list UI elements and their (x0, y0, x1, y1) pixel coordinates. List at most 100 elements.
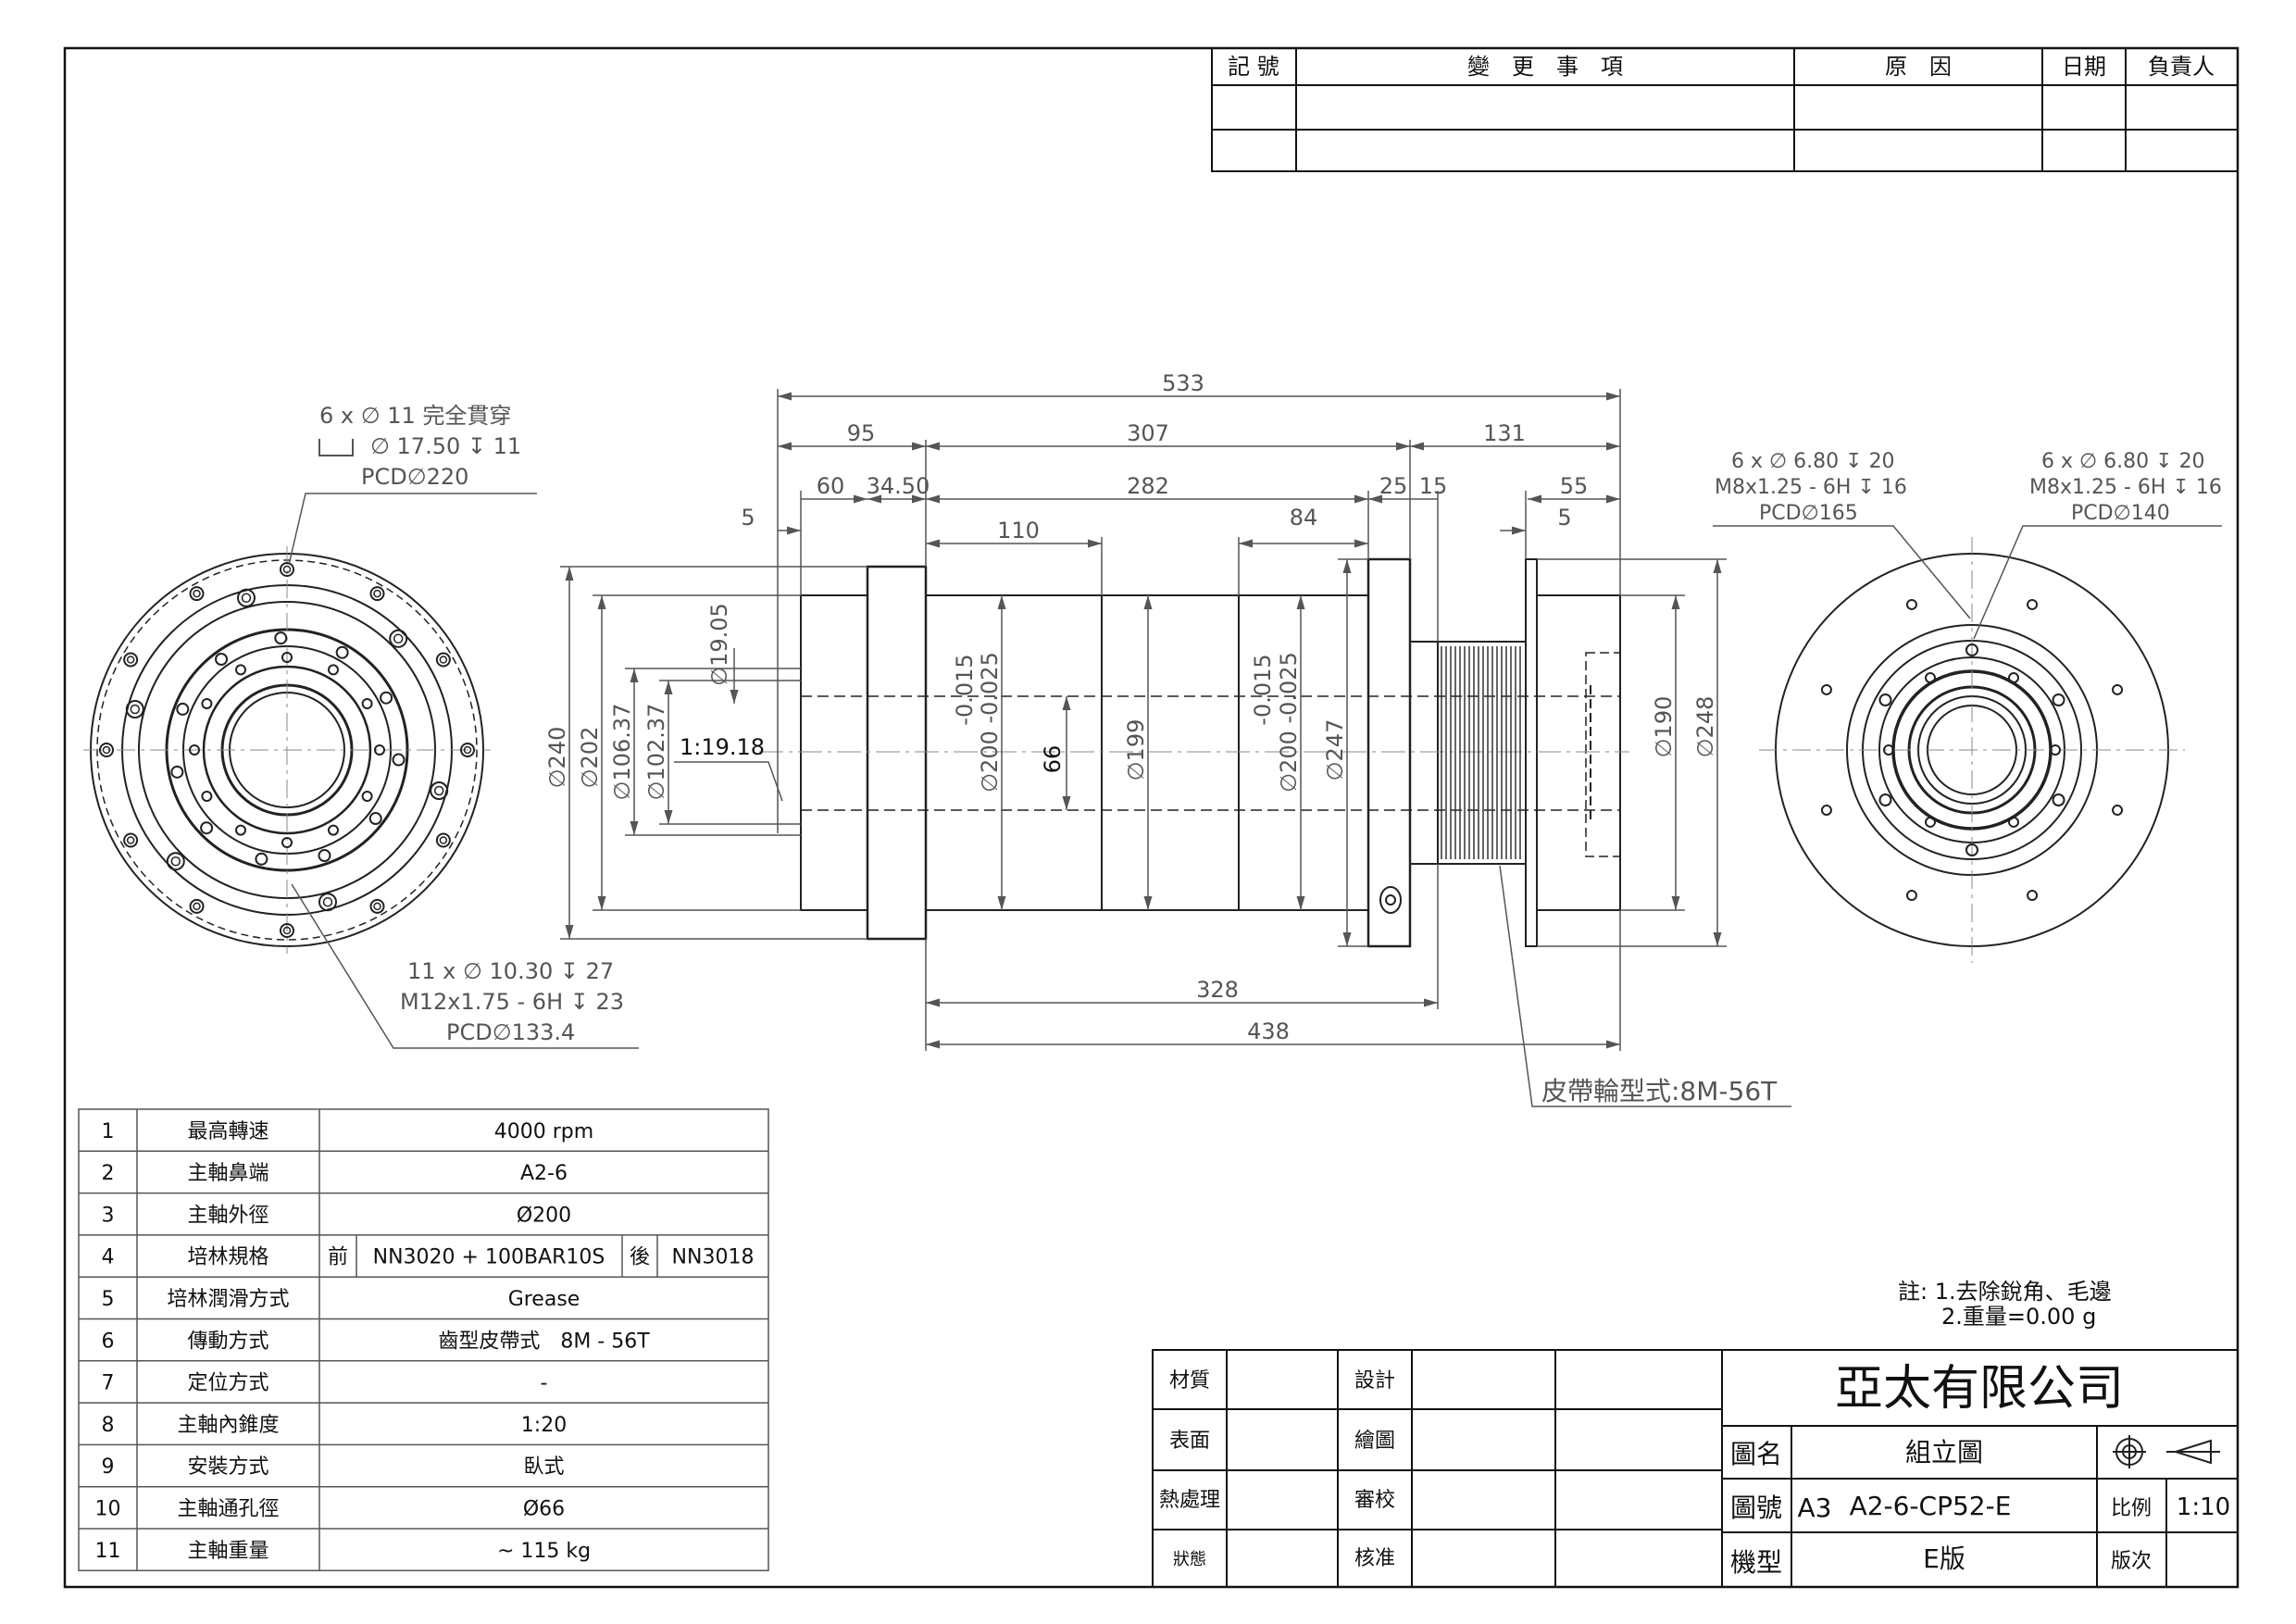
bolt-hole-inner (170, 856, 181, 867)
note-line-2: 2.重量=0.00 g (1941, 1304, 2096, 1330)
front-note-6: PCD∅133.4 (446, 1019, 575, 1045)
tb-version-label: 版次 (2111, 1550, 2152, 1573)
spec-row-value: Grease (508, 1288, 580, 1311)
side-dim-lines (560, 389, 1791, 1107)
dim-dia-248: ∅248 (1692, 696, 1718, 758)
bolt-hole-inner (241, 593, 252, 604)
dim-dia-19-05: ∅19.05 (706, 603, 732, 686)
tb-state: 狀態 (1173, 1550, 1206, 1569)
rev-header-date: 日期 (2062, 54, 2106, 80)
front-bolt-holes (99, 562, 475, 938)
bolt-hole (99, 743, 114, 757)
bolt-hole (189, 586, 205, 602)
rev-header-change: 變 更 事 項 (1467, 54, 1623, 80)
dim-dia-202: ∅202 (577, 727, 603, 789)
bolt-hole (125, 700, 144, 719)
bolt-hole (318, 893, 337, 912)
bolt-hole (2052, 793, 2065, 806)
dim-5-left: 5 (741, 505, 755, 531)
bolt-hole (235, 824, 246, 836)
front-leader-top (288, 493, 537, 566)
bolt-hole (328, 664, 339, 676)
bolt-hole (166, 852, 185, 871)
bolt-hole (392, 753, 406, 767)
bolt-hole (1905, 890, 1917, 902)
tol-1-upper: -0.015 (952, 654, 978, 725)
spec-row-item: 主軸重量 (187, 1540, 268, 1563)
bolt-hole (176, 702, 190, 716)
spec-row-number: 2 (102, 1162, 115, 1185)
bolt-hole (200, 821, 214, 835)
bolt-hole (189, 744, 200, 756)
title-block-grid (1152, 1349, 2239, 1588)
sheet-border (63, 46, 2240, 1589)
bolt-hole (328, 824, 339, 836)
spec-row-item: 安裝方式 (187, 1455, 268, 1479)
bolt-hole (281, 652, 293, 663)
dim-dia-247: ∅247 (1322, 719, 1348, 781)
dim-60: 60 (817, 473, 845, 499)
dim-282: 282 (1127, 473, 1169, 499)
tb-material: 材質 (1169, 1369, 1210, 1393)
rear-note-b2: M8x1.25 - 6H ↧ 16 (2029, 476, 2222, 499)
spec-row-item: 最高轉速 (187, 1120, 268, 1143)
tb-approve: 核准 (1354, 1547, 1395, 1570)
bolt-hole (1925, 672, 1936, 684)
tb-review: 審校 (1354, 1489, 1395, 1512)
tb-number-label: 圖號 (1730, 1493, 1782, 1523)
rear-note-a2: M8x1.25 - 6H ↧ 16 (1715, 476, 1907, 499)
dim-55: 55 (1560, 473, 1589, 499)
bolt-hole (255, 852, 268, 866)
spec-row-item: 定位方式 (187, 1372, 268, 1395)
bolt-hole-inner (126, 836, 135, 844)
rear-note-b1: 6 x ∅ 6.80 ↧ 20 (2041, 450, 2205, 473)
tb-heat: 熱處理 (1159, 1489, 1220, 1512)
dim-131: 131 (1483, 420, 1526, 446)
bolt-hole-inner (282, 565, 292, 574)
dim-dia-240: ∅240 (544, 727, 570, 789)
spec-bearing-front-label: 前 (328, 1246, 348, 1269)
bolt-hole-inner (439, 656, 448, 664)
bolt-hole (2008, 672, 2019, 684)
spec-row-number: 7 (102, 1372, 115, 1395)
dim-307: 307 (1127, 420, 1169, 446)
tb-company: 亞太有限公司 (1835, 1361, 2124, 1417)
spec-row-value: Ø200 (517, 1204, 571, 1227)
dim-5-right: 5 (1557, 505, 1571, 531)
spec-bearing-front-value: NN3020 + 100BAR10S (373, 1246, 605, 1269)
tb-model-value: E版 (1923, 1543, 1965, 1574)
bolt-hole (280, 562, 294, 577)
bolt-hole (435, 832, 451, 848)
bolt-hole (369, 898, 385, 914)
bolt-hole-inner (102, 745, 111, 755)
spec-table-grid (78, 1108, 769, 1572)
bolt-hole (1905, 598, 1917, 610)
side-view (759, 557, 1629, 948)
spec-row-number: 5 (102, 1288, 115, 1311)
dim-438: 438 (1247, 1018, 1290, 1044)
bolt-hole (318, 849, 331, 863)
spec-row-number: 3 (102, 1204, 115, 1227)
pulley-teeth (1441, 646, 1521, 859)
front-note-2: ∅ 17.50 ↧ 11 (370, 433, 521, 459)
tb-surface: 表面 (1169, 1430, 1210, 1453)
dim-110: 110 (997, 518, 1040, 543)
spec-row-item: 主軸內錐度 (177, 1414, 279, 1437)
bolt-hole (189, 898, 205, 914)
bolt-hole (1965, 643, 1978, 656)
bolt-hole-inner (193, 902, 201, 911)
bolt-hole (281, 837, 293, 848)
tb-scale-value: 1:10 (2177, 1493, 2230, 1521)
dim-bore-66: 66 (1040, 745, 1066, 774)
bolt-hole (435, 652, 451, 668)
bolt-hole (361, 698, 373, 709)
rear-bolt-holes (1820, 598, 2124, 902)
bolt-hole (2027, 890, 2039, 902)
projection-symbol-icon (2113, 1435, 2220, 1468)
dim-95: 95 (847, 420, 876, 446)
tb-model-label: 機型 (1730, 1547, 1782, 1578)
tb-size: A3 (1798, 1493, 1832, 1523)
bolt-hole (1878, 693, 1892, 706)
